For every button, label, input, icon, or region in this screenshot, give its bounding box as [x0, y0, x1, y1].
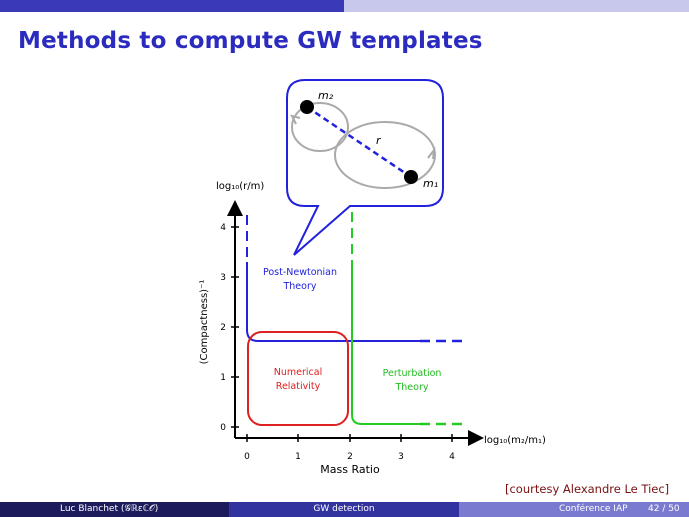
- y-tick-label: 1: [220, 373, 226, 383]
- pn-label-line1: Post-Newtonian: [263, 267, 337, 278]
- orbit-arrow-right: [427, 146, 436, 160]
- x-tick-label: 2: [347, 452, 353, 462]
- orbit-small: [291, 102, 349, 152]
- footer-page-number: 42 / 50: [648, 504, 680, 514]
- inset-label-r: r: [376, 134, 382, 147]
- slide-footer: Luc Blanchet (𝒢ℝεℂ𝒪) GW detection Confér…: [0, 502, 689, 517]
- x-axis-right-label: log₁₀(m₂/m₁): [484, 435, 546, 446]
- top-bar-right: [344, 0, 689, 12]
- x-axis-bottom-label: Mass Ratio: [320, 463, 380, 476]
- top-navigation-bar: [0, 0, 689, 12]
- separation-line: [306, 105, 412, 179]
- y-tick-label: 2: [220, 323, 226, 333]
- nr-label-line1: Numerical: [274, 367, 322, 378]
- y-axis-top-label: log₁₀(r/m): [216, 181, 264, 192]
- mass-m1-dot: [404, 170, 418, 184]
- x-tick-label: 4: [449, 452, 455, 462]
- courtesy-note: [courtesy Alexandre Le Tiec]: [505, 482, 670, 496]
- footer-author-section: Luc Blanchet (𝒢ℝεℂ𝒪): [0, 502, 229, 517]
- y-tick-label: 0: [220, 423, 226, 433]
- top-bar-left: [0, 0, 344, 12]
- mass-m2-dot: [300, 100, 314, 114]
- footer-topic-section: GW detection: [229, 502, 459, 517]
- nr-label-line2: Relativity: [276, 381, 321, 392]
- y-ticks: [231, 226, 239, 428]
- orbit-arrow-left: [290, 114, 301, 125]
- footer-topic: GW detection: [313, 504, 375, 514]
- x-ticks: [246, 434, 453, 442]
- pert-boundary: [351, 260, 420, 425]
- footer-conference: Conférence IAP: [559, 504, 628, 514]
- inset-label-m1: m₁: [423, 177, 438, 190]
- y-tick-label: 4: [220, 223, 226, 233]
- footer-conference-section: Conférence IAP 42 / 50: [459, 502, 689, 517]
- footer-author: Luc Blanchet (𝒢ℝεℂ𝒪): [60, 504, 159, 514]
- x-tick-label: 3: [398, 452, 404, 462]
- y-axis-side-label: (Compactness)⁻¹: [199, 280, 210, 365]
- orbit-large: [334, 121, 436, 189]
- pn-label-line2: Theory: [282, 281, 316, 292]
- pert-label-line2: Theory: [394, 382, 428, 393]
- pert-label-line1: Perturbation: [383, 368, 442, 379]
- slide-title: Methods to compute GW templates: [18, 28, 483, 54]
- x-tick-label: 1: [295, 452, 301, 462]
- nr-region-box: [247, 331, 349, 426]
- y-tick-label: 3: [220, 273, 226, 283]
- x-tick-label: 0: [244, 452, 250, 462]
- inset-label-m2: m₂: [318, 89, 334, 102]
